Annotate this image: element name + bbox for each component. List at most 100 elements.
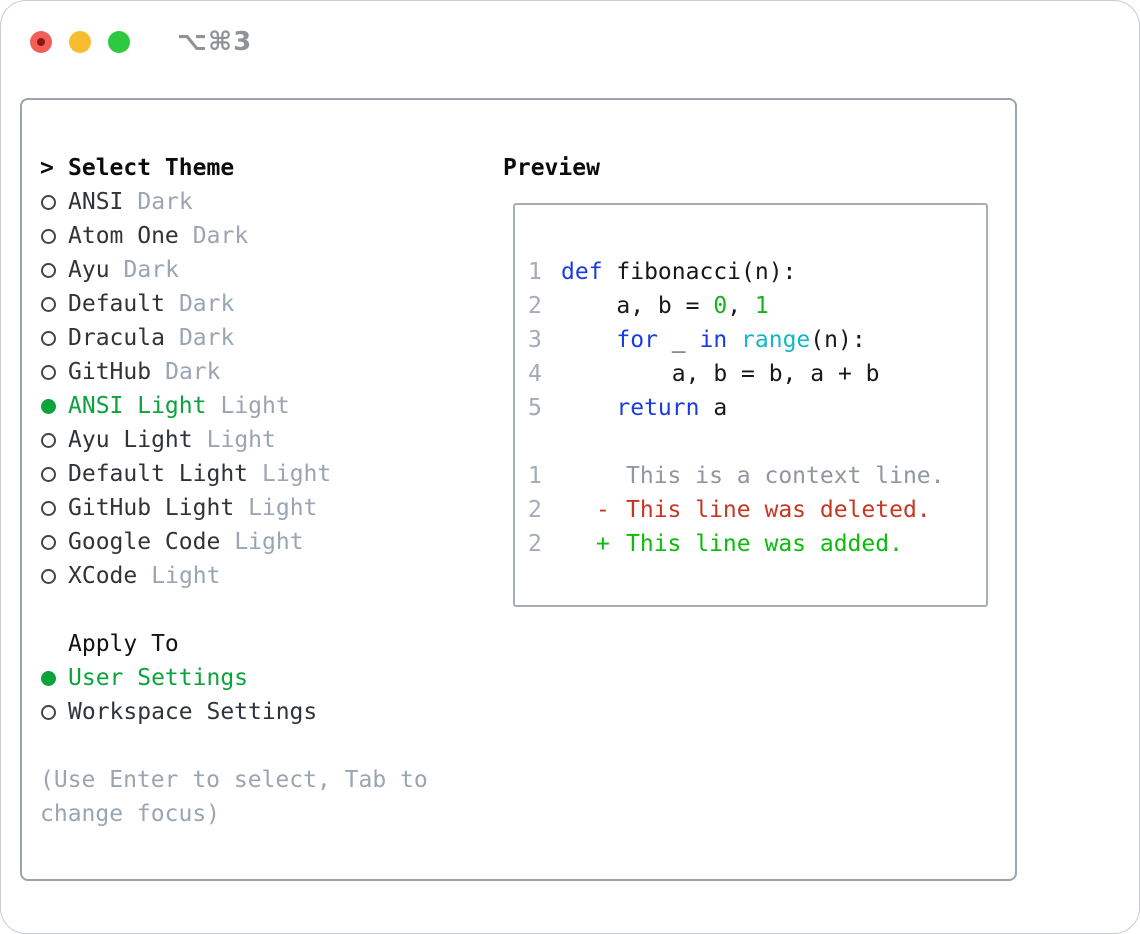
code-line: 2 a, b = 0, 1 [515, 289, 986, 323]
titlebar: ⌥⌘3 [30, 27, 252, 57]
window-title: ⌥⌘3 [177, 27, 253, 57]
cursor-caret-icon: > [40, 155, 54, 181]
theme-name: Default Light [68, 461, 249, 487]
line-number: 3 [528, 327, 542, 353]
close-recording-dot-icon [37, 38, 45, 46]
zoom-button[interactable] [108, 31, 130, 53]
code-text: def fibonacci(n): [561, 255, 796, 289]
theme-name: Atom One [68, 223, 179, 249]
theme-variant-tag: Dark [192, 223, 249, 249]
diff-line: 2-This line was deleted. [515, 493, 986, 527]
code-segment: 1 [754, 293, 769, 319]
theme-variant-tag: Dark [137, 189, 193, 215]
code-line: 5 return a [515, 391, 986, 425]
radio-marker [40, 398, 68, 414]
theme-option-atom-one[interactable]: Atom One Dark [40, 219, 440, 253]
radio-marker [40, 670, 68, 686]
theme-name: Ayu [68, 257, 110, 283]
theme-name: ANSI Light [68, 393, 207, 419]
theme-name: Ayu Light [68, 427, 193, 453]
line-number: 5 [528, 395, 542, 421]
close-button[interactable] [30, 31, 52, 53]
line-number: 4 [528, 361, 542, 387]
radio-marker [40, 568, 68, 584]
line-number: 1 [528, 463, 542, 489]
radio-unselected-icon [41, 194, 56, 210]
theme-name: Default [68, 291, 165, 317]
radio-marker [40, 296, 68, 312]
radio-marker [40, 364, 68, 380]
theme-variant-tag: Dark [123, 257, 179, 283]
radio-marker [40, 534, 68, 550]
theme-variant-tag: Light [248, 495, 318, 521]
radio-unselected-icon [41, 500, 56, 516]
radio-unselected-icon [41, 262, 56, 278]
theme-variant-tag: Light [220, 393, 290, 419]
diff-line: 2 + This line was added. [515, 527, 986, 561]
apply-option-workspace-settings[interactable]: Workspace Settings [40, 695, 440, 729]
diff-marker-icon: + [596, 531, 610, 557]
help-text: (Use Enter to select, Tab to change focu… [40, 767, 428, 827]
code-segment: 0 [713, 293, 728, 319]
code-segment: in [699, 327, 728, 353]
diff-text: This is a context line. [626, 463, 945, 489]
radio-marker [40, 262, 68, 278]
line-number: 2 [528, 531, 542, 557]
code-segment [561, 395, 616, 421]
code-segment: range [741, 327, 811, 353]
section-gap [40, 593, 440, 627]
minimize-button[interactable] [69, 31, 91, 53]
code-line: 1 def fibonacci(n): [515, 255, 986, 289]
code-segment: for [616, 327, 658, 353]
code-segment: return [616, 395, 700, 421]
theme-name: Dracula [68, 325, 165, 351]
radio-selected-icon [41, 398, 56, 414]
code-segment [727, 327, 741, 353]
radio-unselected-icon [41, 534, 56, 550]
radio-marker [40, 432, 68, 448]
diff-line: 1 This is a context line. [515, 459, 986, 493]
theme-variant-tag: Light [151, 563, 221, 589]
code-text: for _ in range(n): [561, 323, 865, 357]
select-theme-header: > Select Theme [40, 151, 440, 185]
theme-option-ayu[interactable]: Ayu Dark [40, 253, 440, 287]
theme-option-ansi-light[interactable]: ANSI Light Light [40, 389, 440, 423]
theme-name: Google Code [68, 529, 221, 555]
code-segment: a [699, 395, 728, 421]
select-theme-title: Select Theme [68, 155, 235, 181]
theme-name: ANSI [68, 189, 124, 215]
code-segment: fibonacci(n): [602, 259, 797, 285]
radio-marker [40, 704, 68, 720]
code-segment: def [561, 259, 603, 285]
theme-option-google-code[interactable]: Google Code Light [40, 525, 440, 559]
apply-option-label: User Settings [68, 665, 249, 691]
line-number: 1 [528, 259, 542, 285]
radio-unselected-icon [41, 466, 56, 482]
radio-marker [40, 500, 68, 516]
theme-variant-tag: Light [234, 529, 304, 555]
theme-option-default[interactable]: Default Dark [40, 287, 440, 321]
theme-variant-tag: Dark [178, 291, 235, 317]
radio-unselected-icon [41, 432, 56, 448]
code-segment: , [727, 293, 755, 319]
theme-name: GitHub [68, 359, 152, 385]
apply-option-user-settings[interactable]: User Settings [40, 661, 440, 695]
radio-marker [40, 228, 68, 244]
radio-unselected-icon [41, 228, 56, 244]
diff-text: This line was added. [626, 531, 903, 557]
radio-marker [40, 466, 68, 482]
code-text: return a [561, 391, 727, 425]
radio-unselected-icon [41, 296, 56, 312]
theme-option-ansi[interactable]: ANSI Dark [40, 185, 440, 219]
radio-unselected-icon [41, 330, 56, 346]
